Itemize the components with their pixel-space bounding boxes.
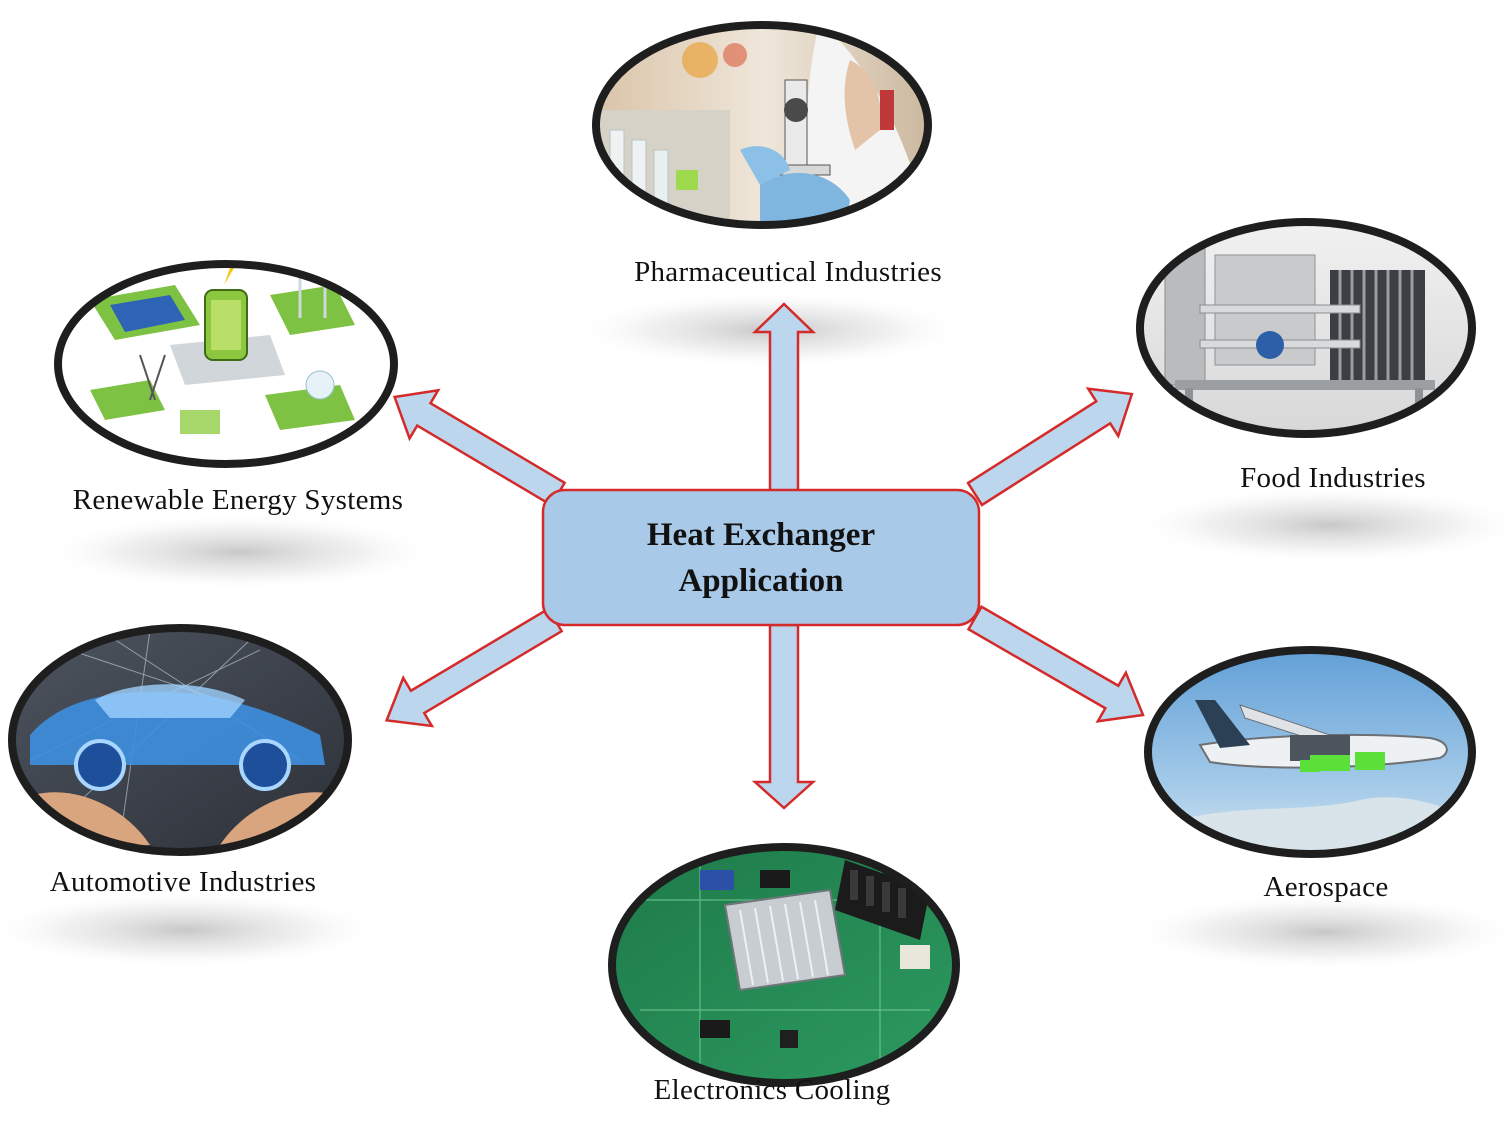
- arrow-to-renewable: [392, 388, 567, 507]
- label-pharmaceutical: Pharmaceutical Industries: [634, 256, 942, 288]
- pharmaceutical-image: [592, 21, 932, 229]
- shadows: [0, 292, 1505, 970]
- food-image: [1136, 218, 1476, 438]
- aerospace-image: [1144, 646, 1476, 858]
- arrows: [384, 302, 1145, 810]
- renewable-image: [54, 260, 398, 468]
- hub-title-line1: Heat Exchanger: [646, 516, 876, 553]
- hub-label: Heat Exchanger Application: [543, 490, 979, 625]
- label-automotive-industries: Automotive Industries: [49, 866, 317, 898]
- electronics-image: [608, 843, 960, 1087]
- label-electronics-cooling: Electronics Cooling: [653, 1074, 891, 1106]
- automotive-image: [8, 624, 352, 856]
- arrow-to-pharmaceutical: [751, 302, 817, 497]
- hub-box: [541, 488, 981, 627]
- arrow-to-automotive: [384, 607, 564, 728]
- label-aerospace: Aerospace: [1263, 871, 1389, 903]
- label-renewable-energy: Renewable Energy Systems: [72, 484, 404, 516]
- label-food-industries: Food Industries: [1240, 462, 1426, 494]
- arrow-to-electronics: [751, 623, 817, 810]
- arrow-to-aerospace: [966, 605, 1145, 723]
- hub-title-line2: Application: [678, 562, 844, 599]
- arrow-to-food: [966, 387, 1134, 507]
